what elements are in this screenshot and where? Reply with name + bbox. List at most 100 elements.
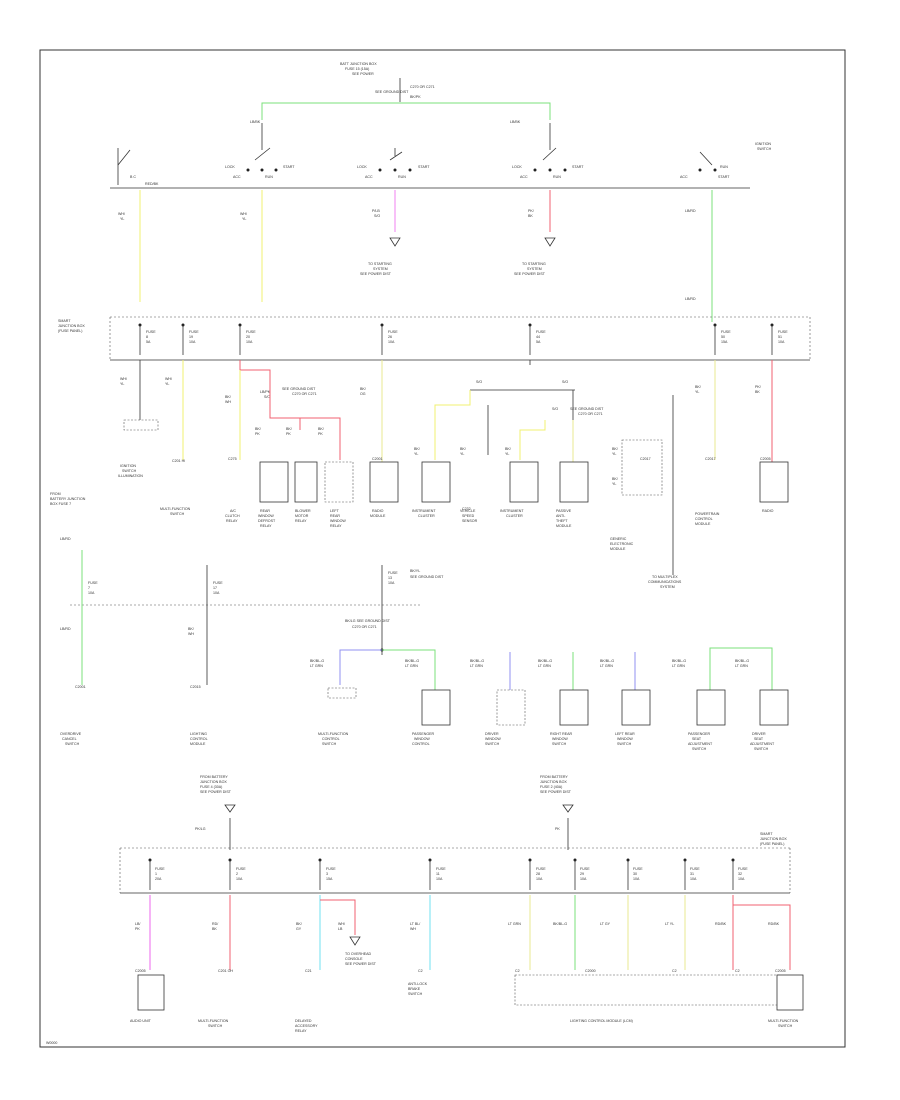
svg-text:SMART: SMART [58, 319, 71, 323]
svg-text:MULTI-FUNCTION: MULTI-FUNCTION [318, 732, 349, 736]
svg-text:10A: 10A [536, 877, 543, 881]
svg-text:7: 7 [88, 586, 90, 590]
svg-text:C2: C2 [735, 969, 740, 973]
svg-text:PASSENGER: PASSENGER [412, 732, 435, 736]
svg-text:(FUSE PANEL): (FUSE PANEL) [58, 329, 83, 333]
svg-text:15A: 15A [326, 877, 333, 881]
svg-text:RD/: RD/ [212, 922, 218, 926]
svg-text:LB/PK: LB/PK [260, 390, 271, 394]
svg-text:LT GRN: LT GRN [600, 664, 613, 668]
svg-text:YL: YL [612, 452, 616, 456]
svg-text:LIGHTING: LIGHTING [190, 732, 207, 736]
svg-text:10A: 10A [580, 877, 587, 881]
svg-text:PK: PK [555, 827, 560, 831]
svg-text:JUNCTION BOX: JUNCTION BOX [540, 780, 567, 784]
svg-text:SYSTEM: SYSTEM [373, 267, 388, 271]
svg-text:FUSE 2 (40A): FUSE 2 (40A) [540, 785, 562, 789]
svg-text:19: 19 [189, 335, 193, 339]
svg-text:FUSE: FUSE [536, 867, 546, 871]
svg-text:C21: C21 [305, 969, 312, 973]
svg-text:10A: 10A [388, 340, 395, 344]
svg-text:BK/: BK/ [225, 395, 231, 399]
svg-text:S/O: S/O [476, 380, 482, 384]
svg-text:44: 44 [536, 335, 540, 339]
svg-text:BK/: BK/ [318, 427, 324, 431]
svg-text:YL: YL [414, 452, 418, 456]
svg-text:SEE GROUND DIST: SEE GROUND DIST [570, 407, 604, 411]
svg-text:BK/BL-G: BK/BL-G [310, 659, 324, 663]
svg-text:1: 1 [155, 872, 157, 876]
svg-text:10A: 10A [189, 340, 196, 344]
svg-text:CLUSTER: CLUSTER [506, 514, 523, 518]
svg-text:FUSE: FUSE [690, 867, 700, 871]
svg-text:C270 OR C271: C270 OR C271 [578, 412, 603, 416]
svg-text:GY: GY [296, 927, 302, 931]
svg-text:ADJUSTMENT: ADJUSTMENT [688, 742, 713, 746]
svg-text:C2001: C2001 [75, 685, 86, 689]
svg-text:SWITCH: SWITCH [617, 742, 632, 746]
svg-text:SWITCH: SWITCH [754, 747, 769, 751]
svg-text:JUNCTION BOX: JUNCTION BOX [200, 780, 227, 784]
svg-text:PK/: PK/ [755, 385, 761, 389]
svg-text:LEFT: LEFT [330, 509, 340, 513]
svg-text:BK/: BK/ [695, 385, 701, 389]
svg-text:10A: 10A [690, 877, 697, 881]
svg-text:BK: BK [528, 214, 533, 218]
svg-text:C2: C2 [672, 969, 677, 973]
svg-text:FUSE: FUSE [213, 581, 223, 585]
lighting-control-module-label: LIGHTING CONTROL MODULE (LCM) [570, 1019, 633, 1023]
svg-text:BK/PK: BK/PK [410, 95, 421, 99]
svg-text:LB/: LB/ [135, 922, 140, 926]
svg-text:LEFT REAR: LEFT REAR [615, 732, 635, 736]
svg-text:WINDOW: WINDOW [617, 737, 633, 741]
svg-text:YL: YL [165, 382, 169, 386]
svg-text:SEE POWER DIST: SEE POWER DIST [360, 272, 392, 276]
svg-text:BK/: BK/ [255, 427, 261, 431]
svg-text:10A: 10A [738, 877, 745, 881]
svg-text:CONTROL: CONTROL [695, 517, 713, 521]
svg-text:MODULE: MODULE [190, 742, 206, 746]
svg-text:PK: PK [135, 927, 140, 931]
svg-text:FUSE: FUSE [436, 867, 446, 871]
svg-text:INSTRUMENT: INSTRUMENT [412, 509, 436, 513]
svg-text:BK/: BK/ [286, 427, 292, 431]
svg-text:BK: BK [755, 390, 760, 394]
svg-text:31: 31 [690, 872, 694, 876]
svg-text:S/O: S/O [374, 214, 380, 218]
svg-text:ACCESSORY: ACCESSORY [295, 1024, 318, 1028]
svg-text:CLUTCH: CLUTCH [225, 514, 240, 518]
svg-text:20A: 20A [155, 877, 162, 881]
svg-text:TO STARTING: TO STARTING [368, 262, 392, 266]
svg-text:PK: PK [255, 432, 260, 436]
svg-text:RED/BK: RED/BK [145, 182, 159, 186]
svg-text:SYSTEM: SYSTEM [527, 267, 542, 271]
svg-text:WINDOW: WINDOW [414, 737, 430, 741]
svg-text:10A: 10A [236, 877, 243, 881]
svg-text:BK/: BK/ [612, 477, 618, 481]
svg-text:MULTI-FUNCTION: MULTI-FUNCTION [160, 507, 191, 511]
svg-text:WINDOW: WINDOW [552, 737, 568, 741]
svg-text:C270 OR C271: C270 OR C271 [292, 392, 317, 396]
svg-text:SEE GROUND DIST: SEE GROUND DIST [375, 90, 409, 94]
svg-text:LOCK: LOCK [357, 165, 367, 169]
svg-text:COMMUNICATIONS: COMMUNICATIONS [648, 580, 682, 584]
svg-text:PASSIVE: PASSIVE [556, 509, 572, 513]
svg-text:WH: WH [410, 927, 416, 931]
svg-text:SEAT: SEAT [754, 737, 764, 741]
svg-text:RELAY: RELAY [295, 519, 307, 523]
svg-text:SEE POWER DIST: SEE POWER DIST [200, 790, 232, 794]
svg-text:CONTROL: CONTROL [190, 737, 208, 741]
svg-text:ACC: ACC [680, 175, 688, 179]
svg-text:SWITCH: SWITCH [122, 469, 137, 473]
svg-text:FUSE: FUSE [388, 571, 398, 575]
svg-text:SMART: SMART [760, 832, 773, 836]
svg-text:THEFT: THEFT [556, 519, 568, 523]
svg-text:FUSE: FUSE [388, 330, 398, 334]
svg-text:BK/: BK/ [612, 447, 618, 451]
svg-text:MOTOR: MOTOR [295, 514, 309, 518]
svg-text:FUSE: FUSE [146, 330, 156, 334]
